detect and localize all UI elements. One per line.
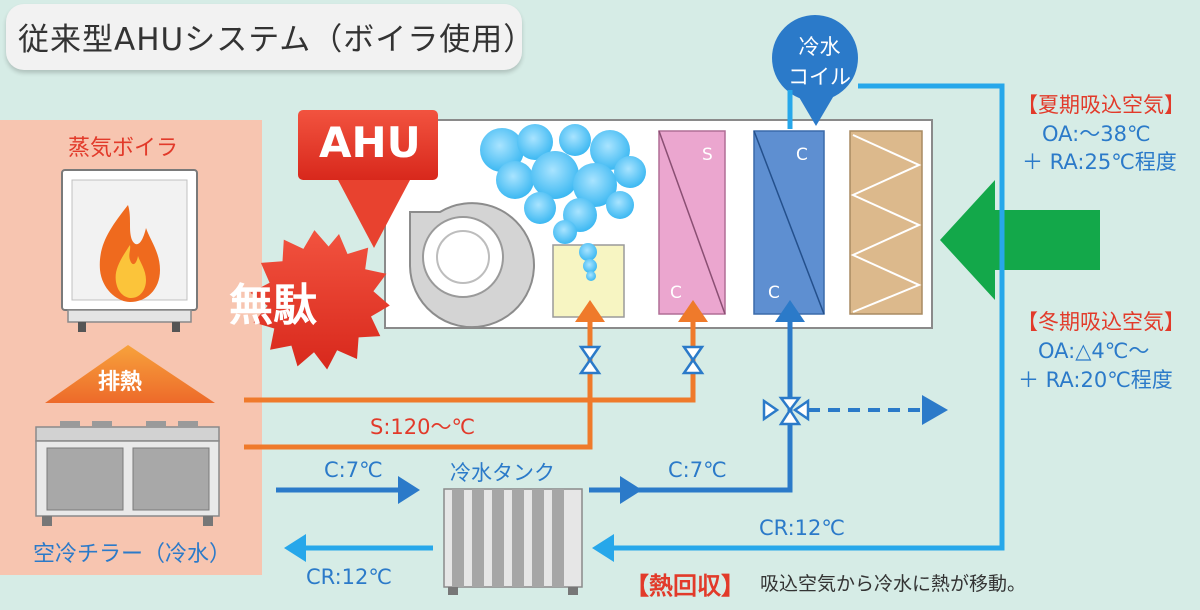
coil-label-line1: 冷水 [798, 35, 841, 59]
winter-intake-oa: OA:△4℃～ [1038, 339, 1150, 363]
chilled-coil-top-letter: C [796, 145, 808, 165]
supply-arrow-to-coil [775, 300, 805, 322]
bypass-arrow [922, 395, 948, 425]
chilled-supply-right-label: C:7℃ [668, 458, 727, 482]
fire-icon [99, 205, 160, 302]
steam-temperature-label: S:120～℃ [370, 415, 476, 439]
return-arrow-to-chiller [284, 534, 306, 562]
chilled-water-tank-label: 冷水タンク [450, 461, 555, 485]
coil-label-line2: コイル [788, 65, 851, 89]
summer-intake-oa: OA:～38℃ [1042, 122, 1151, 146]
chiller-label: 空冷チラー（冷水） [33, 542, 232, 567]
waste-label: 無駄 [229, 280, 317, 331]
ahu-badge [298, 110, 438, 248]
coil-callout [772, 15, 858, 126]
title-box [6, 4, 522, 70]
waste-burst-icon [250, 230, 390, 370]
steam-valve-humidifier-icon [578, 345, 602, 375]
steam-cloud-icon [480, 124, 646, 281]
intake-air-arrow [940, 180, 1100, 300]
summer-intake-heading: 【夏期吸込空気】 [1017, 93, 1185, 117]
steam-coil [658, 130, 726, 315]
supply-arrow-from-tank [620, 476, 642, 504]
steam-supply-arrow-coil [678, 300, 708, 322]
chilled-supply-left-label: C:7℃ [324, 458, 383, 482]
steam-coil-bottom-letter: C [670, 283, 682, 303]
boiler-label: 蒸気ボイラ [68, 136, 179, 161]
three-way-valve-icon [762, 396, 810, 426]
exhaust-heat-label: 排熱 [98, 370, 143, 395]
supply-arrow-to-tank [398, 476, 420, 504]
chilled-coil-bottom-letter: C [768, 283, 780, 303]
chilled-water-supply-piping [276, 318, 793, 493]
summer-intake-ra: ＋ RA:25℃程度 [1022, 150, 1177, 174]
coil-label: 冷水 コイル [788, 32, 851, 92]
exhaust-heat-badge [45, 345, 215, 403]
winter-intake-ra: ＋ RA:20℃程度 [1018, 368, 1173, 392]
winter-intake-heading: 【冬期吸込空気】 [1017, 310, 1185, 334]
steam-valve-coil-icon [681, 345, 705, 375]
ahu-label: AHU [319, 118, 421, 167]
steam-supply-arrow-humidifier [575, 300, 605, 322]
chilled-water-tank-icon [443, 488, 583, 595]
return-arrow-to-tank [592, 534, 614, 562]
chilled-water-return-piping [306, 83, 1005, 551]
fan-icon [409, 202, 535, 329]
heat-recovery-heading: 【熱回収】 [625, 572, 745, 600]
page-title: 従来型AHUシステム（ボイラ使用） [18, 22, 536, 58]
heat-recovery-description: 吸込空気から冷水に熱が移動。 [760, 573, 1027, 595]
chilled-return-right-label: CR:12℃ [759, 516, 845, 540]
air-cooled-chiller [35, 421, 220, 526]
filter [849, 130, 923, 315]
steam-coil-top-letter: S [702, 145, 713, 165]
chilled-water-coil [753, 130, 825, 315]
chilled-return-left-label: CR:12℃ [306, 565, 392, 589]
